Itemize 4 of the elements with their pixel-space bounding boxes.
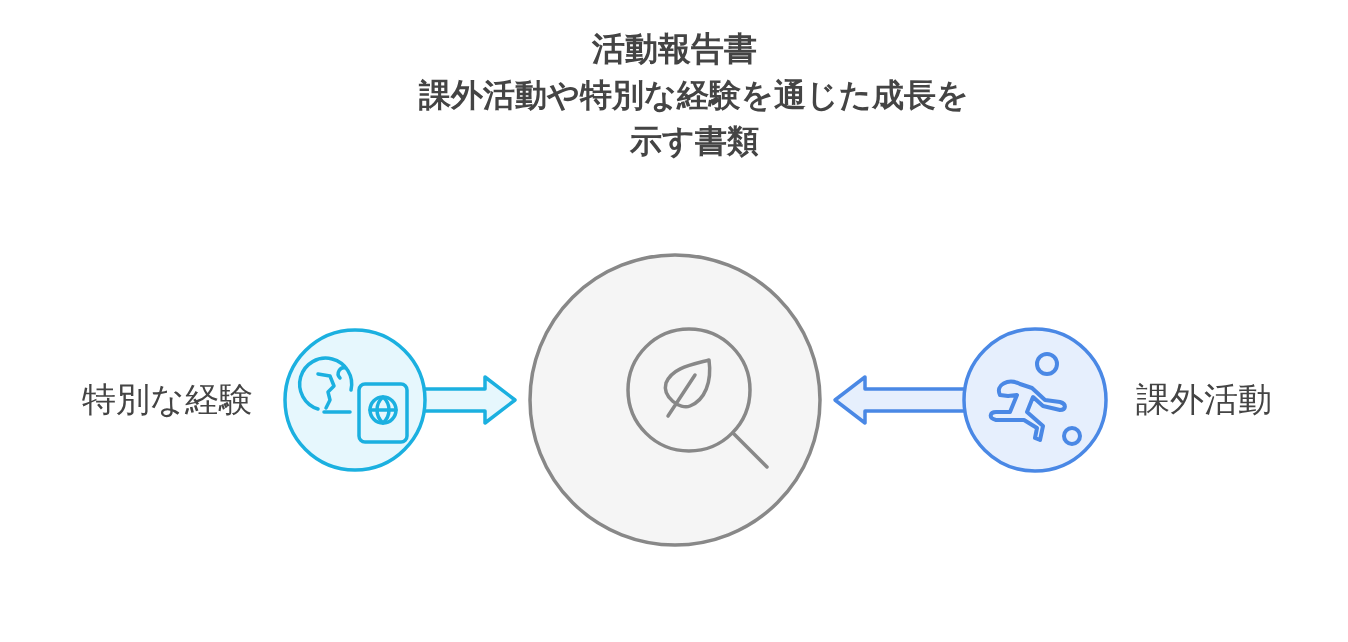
node-label: 課外活動	[1136, 378, 1272, 421]
title: 活動報告書	[590, 28, 758, 70]
subtitle: 課外活動や特別な経験を通じた成長を示す書類	[418, 75, 970, 162]
node-label: 特別な経験	[82, 378, 253, 421]
